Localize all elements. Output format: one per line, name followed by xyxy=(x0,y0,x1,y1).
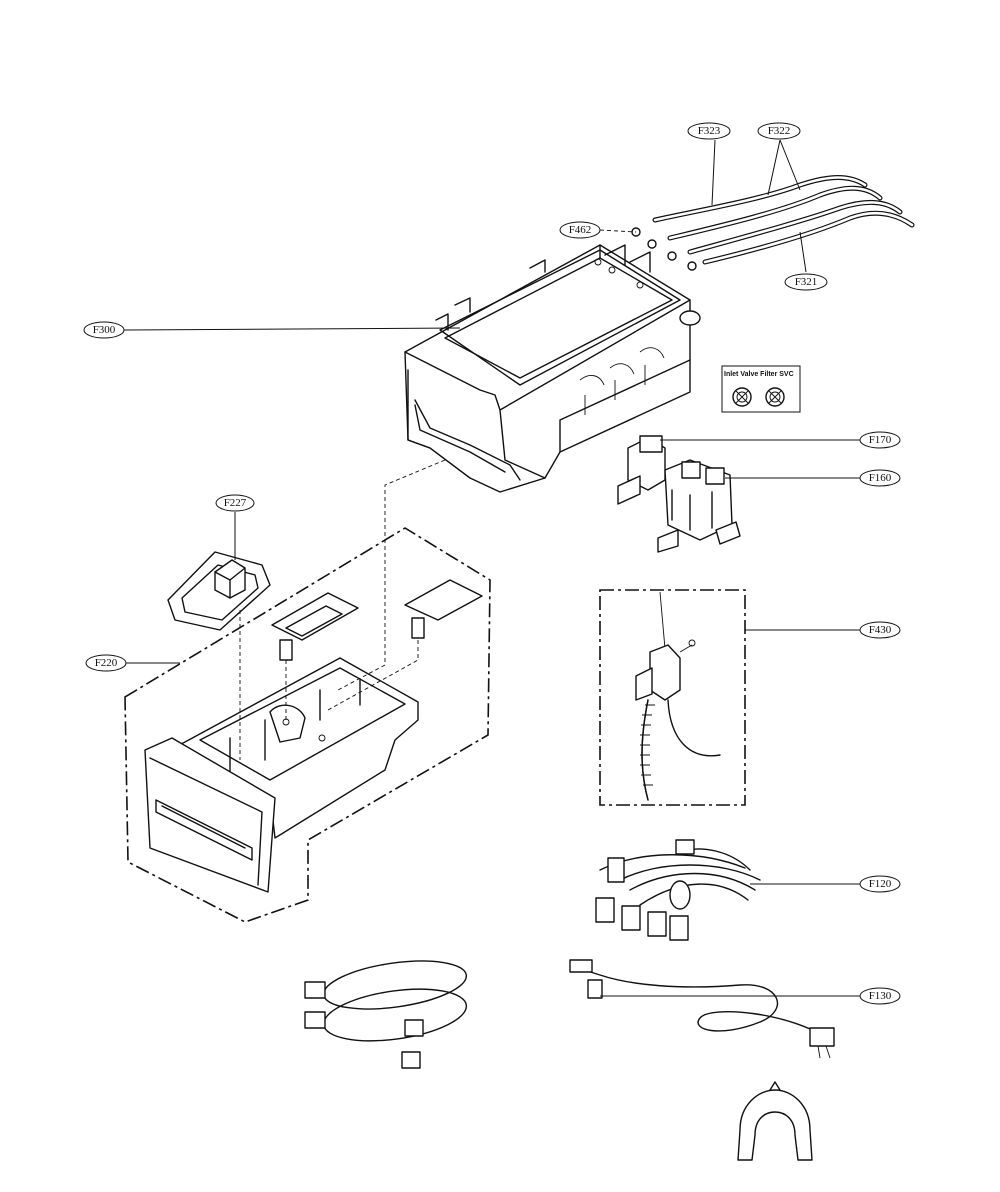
inlet-valve-filter-svc-box: Inlet Valve Filter SVC xyxy=(721,365,801,413)
inlet-hoses xyxy=(631,175,915,271)
label-f322: F322 xyxy=(768,125,791,137)
filter-screen-icon xyxy=(765,387,785,407)
callout-f170: F170 xyxy=(859,431,901,449)
callouts: F323 F322 F462 F321 F300 F170 xyxy=(83,122,901,1005)
detergent-cap xyxy=(167,551,271,631)
label-f462: F462 xyxy=(569,224,592,236)
label-f120: F120 xyxy=(869,878,892,890)
inlet-hose-pair xyxy=(304,960,468,1069)
dispenser-housing xyxy=(404,244,701,493)
callout-f323: F323 xyxy=(687,122,731,140)
hose-assembly-box xyxy=(599,589,746,806)
wire-harness xyxy=(595,839,761,941)
label-f130: F130 xyxy=(869,990,892,1002)
svc-box-title: Inlet Valve Filter SVC xyxy=(724,371,794,378)
label-f160: F160 xyxy=(869,472,892,484)
callout-f130: F130 xyxy=(859,987,901,1005)
callout-f321: F321 xyxy=(784,273,828,291)
wire-cable xyxy=(569,959,835,1059)
callout-f462: F462 xyxy=(559,221,601,239)
callout-f160: F160 xyxy=(859,469,901,487)
filter-screen-icon xyxy=(732,387,752,407)
callout-f430: F430 xyxy=(859,621,901,639)
label-f170: F170 xyxy=(869,434,892,446)
alignment-lines xyxy=(239,459,446,760)
water-valve-assembly xyxy=(617,435,741,553)
callout-f227: F227 xyxy=(215,494,255,512)
label-f323: F323 xyxy=(698,125,721,137)
callout-f220: F220 xyxy=(85,654,127,672)
label-f227: F227 xyxy=(224,497,247,509)
callout-f322: F322 xyxy=(757,122,801,140)
callout-f300: F300 xyxy=(83,321,125,339)
drawer-assembly xyxy=(124,527,491,923)
label-f220: F220 xyxy=(95,657,118,669)
callout-f120: F120 xyxy=(859,875,901,893)
label-f300: F300 xyxy=(93,324,116,336)
label-f321: F321 xyxy=(795,276,818,288)
hose-clamp xyxy=(737,1081,813,1161)
label-f430: F430 xyxy=(869,624,892,636)
